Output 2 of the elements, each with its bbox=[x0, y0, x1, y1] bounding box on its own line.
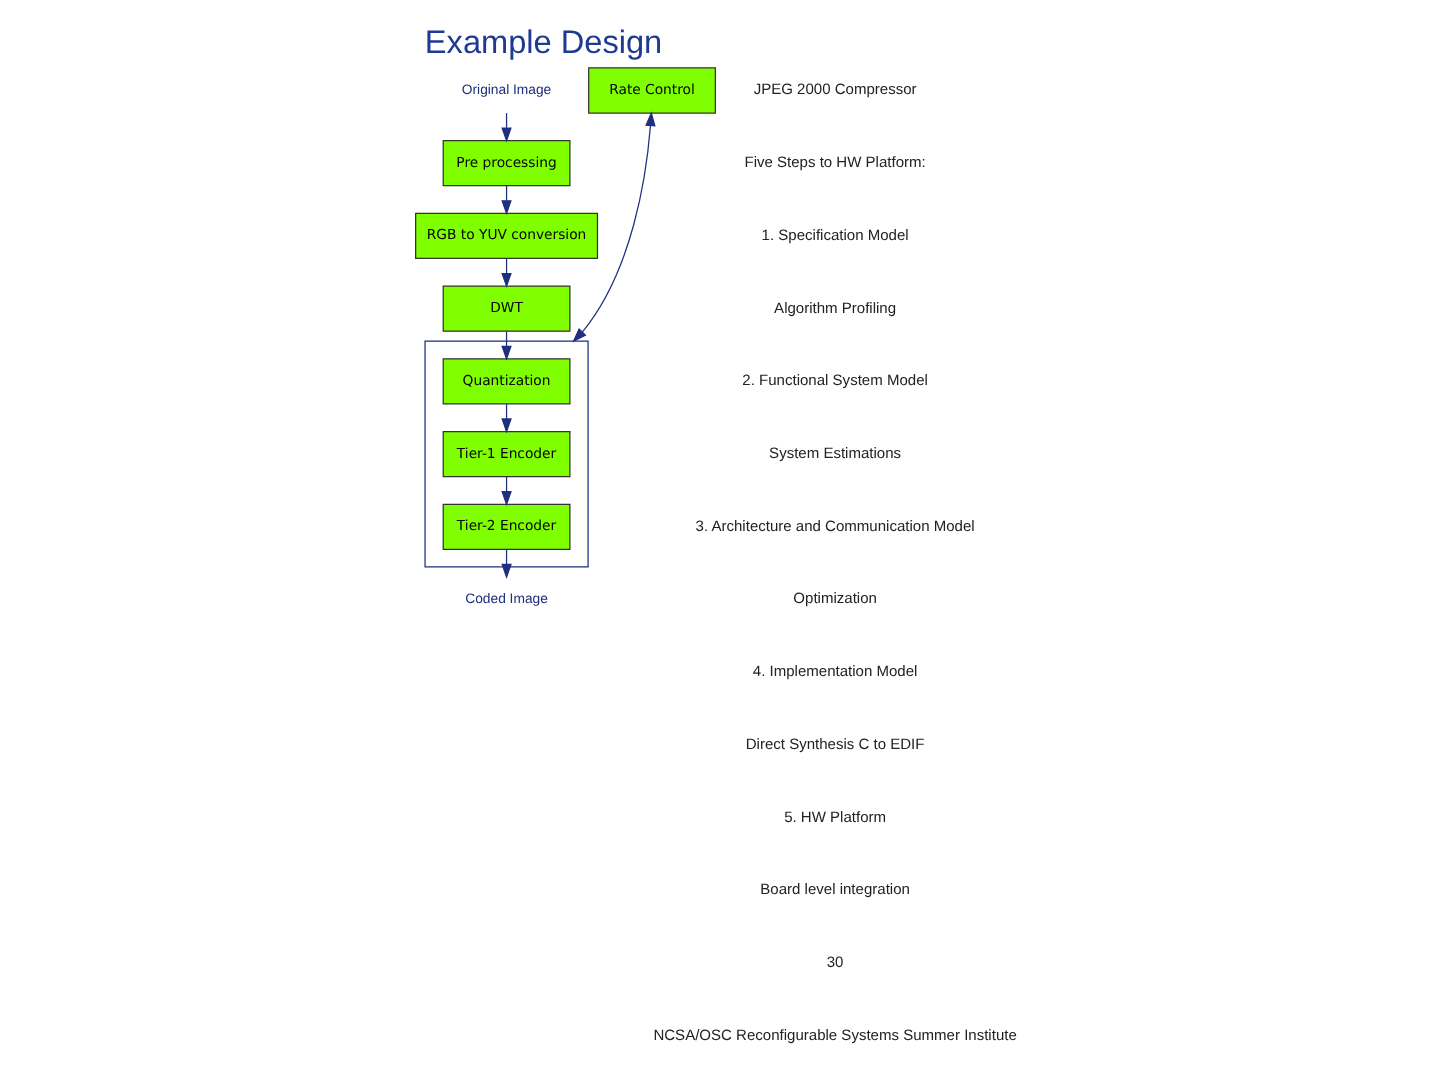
arrow bbox=[571, 111, 655, 343]
diagram-title: Example Design bbox=[423, 24, 662, 61]
